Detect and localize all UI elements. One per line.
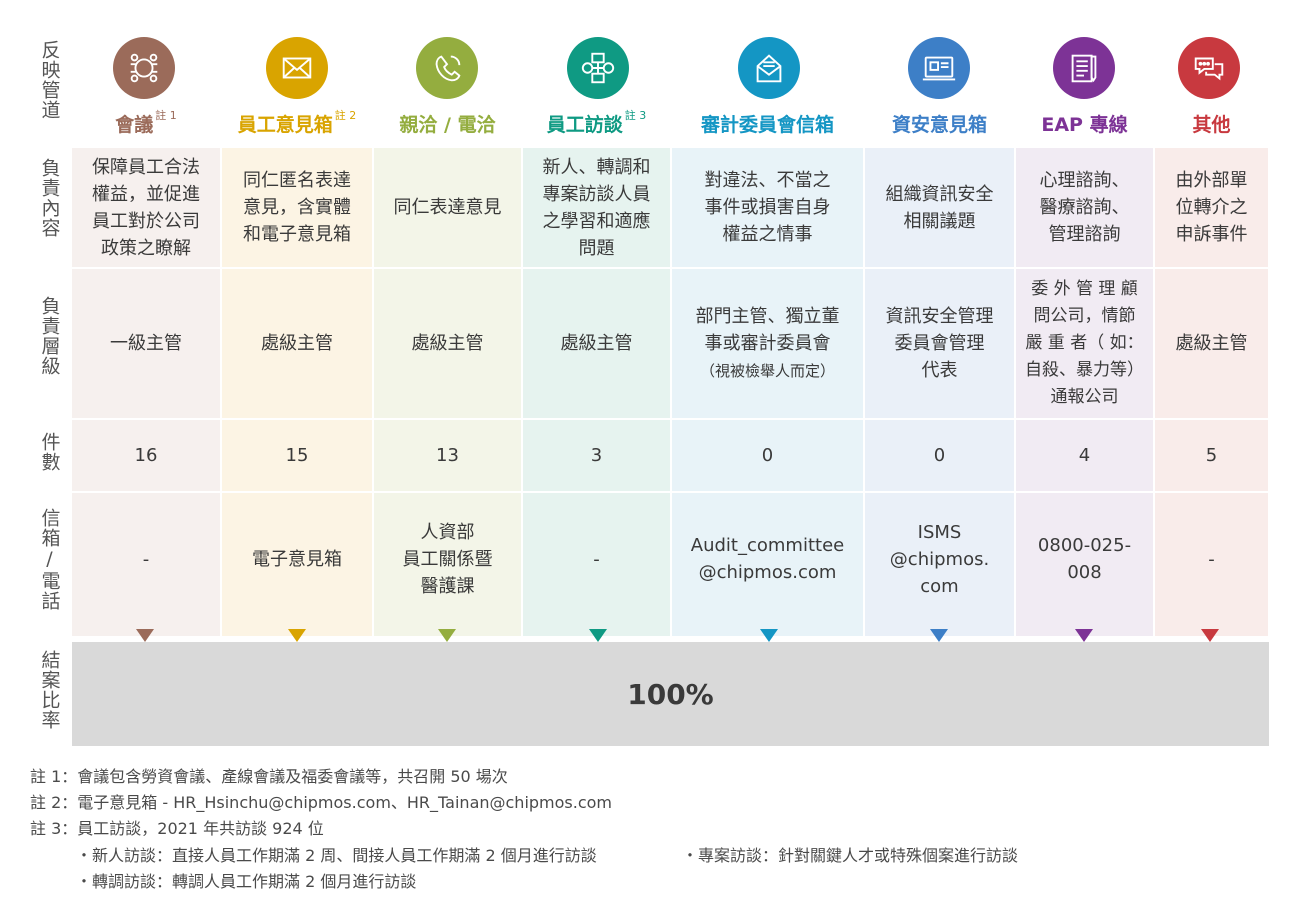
content-cell: 同仁匿名表達 意見，含實體 和電子意見箱 <box>243 170 351 245</box>
footnote-3-new-hire: ・新人訪談：直接人員工作期滿 2 周、間接人員工作期滿 2 個月進行訪談 <box>76 846 597 865</box>
level-cell: 處級主管 <box>261 333 333 354</box>
down-arrow-icon <box>288 629 306 642</box>
row-label-channel: 反映管道 <box>38 40 61 120</box>
content-cell: 組織資訊安全 相關議題 <box>885 183 994 232</box>
close-rate-value: 100% <box>627 677 714 711</box>
count-cell: 13 <box>436 445 459 466</box>
footnote-3-project: ・專案訪談：針對關鍵人才或特殊個案進行訪談 <box>682 846 1019 865</box>
count-cell: 15 <box>285 445 309 466</box>
content-cell: 對違法、不當之 事件或損害自身 權益之情事 <box>704 170 831 245</box>
down-arrow-icon <box>438 629 456 642</box>
notepad-pen-icon <box>1053 37 1115 99</box>
footnote-2: 註 2：電子意見箱 - HR_Hsinchu@chipmos.com、HR_Ta… <box>30 793 613 812</box>
contact-cell: - <box>593 548 600 570</box>
column-bg-infosec-box <box>865 148 1014 636</box>
level-cell: 委 外 管 理 顧 問公司，情節 嚴 重 者（ 如： 自殺、暴力等） 通報公司 <box>1025 279 1144 407</box>
row-label-level: 負責層級 <box>38 296 61 376</box>
content-cell: 同仁表達意見 <box>393 197 502 218</box>
column-bg-meeting <box>72 148 220 636</box>
footnote-3-transfer: ・轉調訪談：轉調人員工作期滿 2 個月進行訪談 <box>76 872 417 891</box>
phone-icon <box>416 37 478 99</box>
column-bg-eap <box>1016 148 1153 636</box>
laptop-chat-icon <box>908 37 970 99</box>
contact-cell: ISMS @chipmos. com <box>889 521 990 597</box>
level-cell: 處級主管 <box>560 333 633 354</box>
count-cell: 3 <box>590 445 603 466</box>
chat-bubbles-icon <box>1178 37 1240 99</box>
down-arrow-icon <box>930 629 948 642</box>
footnote-1: 註 1：會議包含勞資會議、產線會議及福委會議等，共召開 50 場次 <box>30 767 508 786</box>
contact-cell: - <box>1208 548 1215 570</box>
level-cell: 一級主管 <box>110 333 182 354</box>
level-cell: 部門主管、獨立董 事或審計委員會（視被檢舉人而定） <box>695 305 840 380</box>
row-label-count: 件數 <box>38 432 61 472</box>
mail-document-icon <box>738 37 800 99</box>
row-divider <box>72 491 1268 493</box>
count-cell: 16 <box>134 445 158 466</box>
channel-title-suggestion-box: 員工意見箱註 2 <box>237 109 357 136</box>
level-note: （視被檢舉人而定） <box>699 361 835 380</box>
down-arrow-icon <box>760 629 778 642</box>
count-cell: 5 <box>1205 445 1218 466</box>
down-arrow-icon <box>1075 629 1093 642</box>
column-bg-interview <box>523 148 670 636</box>
row-divider <box>72 267 1268 269</box>
level-cell: 處級主管 <box>411 333 484 354</box>
contact-cell: 人資部 員工關係暨 醫護課 <box>402 521 493 597</box>
meeting-people-icon <box>113 37 175 99</box>
channel-title-meeting: 會議註 1 <box>115 109 177 136</box>
column-bg-suggestion-box <box>222 148 372 636</box>
content-cell: 新人、轉調和 專案訪談人員 之學習和適應 問題 <box>542 156 651 259</box>
row-label-contact: 信箱/電話 <box>38 508 61 611</box>
count-cell: 0 <box>761 445 774 466</box>
close-rate-bar: 100% <box>72 642 1269 746</box>
content-cell: 保障員工合法 權益，並促進 員工對於公司 政策之瞭解 <box>92 156 200 259</box>
row-divider <box>72 418 1268 420</box>
channel-title-eap: EAP 專線 <box>1041 113 1128 136</box>
channel-title-interview: 員工訪談註 3 <box>546 109 647 136</box>
footnote-3: 註 3：員工訪談，2021 年共訪談 924 位 <box>30 819 324 838</box>
envelope-icon <box>266 37 328 99</box>
count-cell: 4 <box>1078 445 1091 466</box>
contact-cell: Audit_committee @chipmos.com <box>690 535 845 583</box>
column-bg-phone <box>374 148 521 636</box>
row-label-content: 負責內容 <box>38 158 61 238</box>
content-cell: 由外部單 位轉介之 申訴事件 <box>1175 170 1248 245</box>
level-cell: 處級主管 <box>1175 333 1248 354</box>
channel-title-phone: 親洽 / 電洽 <box>399 113 496 136</box>
contact-cell: 0800-025- 008 <box>1037 535 1132 583</box>
contact-cell: - <box>142 548 150 570</box>
channel-title-audit-mailbox: 審計委員會信箱 <box>700 113 834 136</box>
count-cell: 0 <box>933 445 946 466</box>
level-cell: 資訊安全管理 委員會管理 代表 <box>885 306 994 381</box>
column-bg-other <box>1155 148 1268 636</box>
column-bg-audit-mailbox <box>672 148 863 636</box>
down-arrow-icon <box>136 629 154 642</box>
contact-cell: 電子意見箱 <box>252 548 342 570</box>
channel-title-other: 其他 <box>1192 113 1231 136</box>
channel-title-infosec-box: 資安意見箱 <box>891 113 987 136</box>
row-label-close-rate: 結案比率 <box>38 650 61 730</box>
interview-flow-icon <box>567 37 629 99</box>
footnotes: 註 1：會議包含勞資會議、產線會議及福委會議等，共召開 50 場次 註 2：電子… <box>30 764 612 842</box>
down-arrow-icon <box>1201 629 1219 642</box>
down-arrow-icon <box>589 629 607 642</box>
content-cell: 心理諮詢、 醫療諮詢、 管理諮詢 <box>1039 170 1130 245</box>
